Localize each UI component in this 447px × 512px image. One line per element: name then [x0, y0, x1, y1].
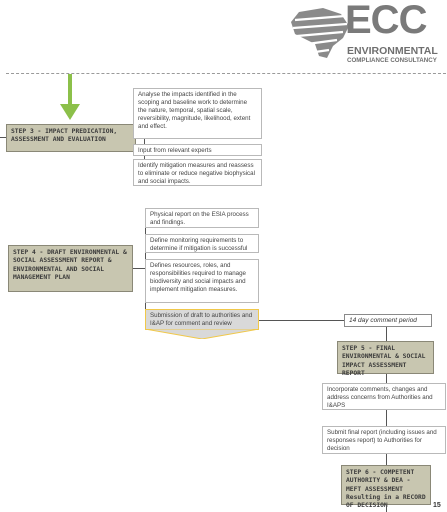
step5-box: STEP 5 - FINAL ENVIRONMENTAL & SOCIAL IM…	[337, 341, 434, 377]
flow-arrow	[60, 74, 80, 120]
step4-note-physical: Physical report on the ESIA process and …	[145, 208, 259, 228]
logo-line2: COMPLIANCE CONSULTANCY	[347, 57, 437, 64]
step3-box: STEP 3 - IMPACT PREDICATION, ASSESSMENT …	[6, 124, 136, 152]
africa-map-icon	[291, 8, 349, 58]
step3-note-experts: Input from relevant experts	[133, 144, 262, 156]
connector	[386, 505, 387, 512]
step5-note-incorporate: Incorporate comments, changes and addres…	[322, 383, 446, 410]
connector	[386, 374, 387, 383]
highlight-arrow-icon	[145, 329, 259, 339]
comment-period-box: 14 day comment period	[344, 314, 432, 327]
connector	[259, 320, 346, 321]
step3-note-analyse: Analyse the impacts identified in the sc…	[133, 88, 262, 139]
connector	[386, 410, 387, 426]
arrow-head-icon	[60, 104, 80, 120]
step4-note-resources: Defines resources, roles, and responsibi…	[145, 259, 259, 303]
step4-note-monitoring: Define monitoring requirements to determ…	[145, 234, 259, 253]
step4-box: STEP 4 - DRAFT ENVIRONMENTAL & SOCIAL AS…	[8, 245, 133, 292]
page-number: 15	[433, 502, 441, 509]
connector	[386, 454, 387, 465]
header-divider	[6, 73, 446, 74]
step5-note-submit-final: Submit final report (including issues an…	[322, 426, 446, 454]
connector	[386, 327, 387, 341]
connector	[133, 268, 145, 269]
step3-note-mitigation: Identify mitigation measures and reasses…	[133, 159, 262, 186]
logo-line1: ENVIRONMENTAL	[347, 45, 438, 57]
step4-note-submission: Submission of draft to authorities and I…	[145, 309, 259, 330]
ecc-logo: ECC ENVIRONMENTAL COMPLIANCE CONSULTANCY	[285, 0, 445, 66]
logo-name: ECC	[345, 0, 427, 42]
connector	[0, 137, 6, 138]
step6-box: STEP 6 - COMPETENT AUTHORITY & DEA - MEF…	[341, 465, 431, 509]
